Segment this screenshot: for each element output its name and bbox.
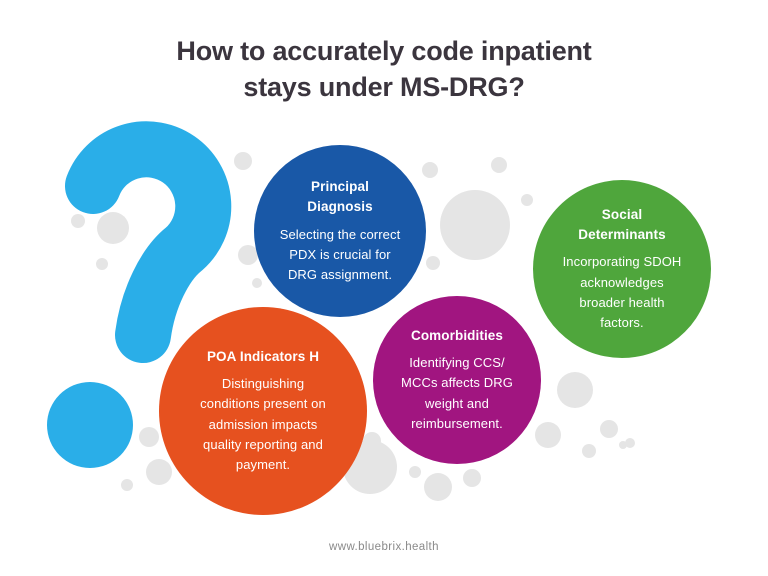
page-title: How to accurately code inpatient stays u…: [176, 36, 592, 102]
decor-dot: [582, 444, 596, 458]
bubble-poa-indicators-heading: POA Indicators H: [206, 349, 320, 365]
bubble-social-determinants-body: Incorporating SDOH acknowledges broader …: [562, 254, 682, 330]
decor-dot: [426, 256, 440, 270]
decor-dot: [535, 422, 561, 448]
decor-dot: [619, 441, 627, 449]
decor-dot: [491, 157, 507, 173]
bubble-comorbidities: Comorbidities Identifying CCS/ MCCs affe…: [373, 296, 541, 464]
decor-dot: [600, 420, 618, 438]
decor-dot: [252, 278, 262, 288]
decor-dot: [422, 162, 438, 178]
decor-dot: [521, 194, 533, 206]
bubble-comorbidities-body: Identifying CCS/ MCCs affects DRG weight…: [401, 355, 513, 431]
decor-dot: [409, 466, 421, 478]
decor-dot: [234, 152, 252, 170]
bubble-principal-diagnosis-body: Selecting the correct PDX is crucial for…: [279, 226, 401, 282]
footer-url: www.bluebrix.health: [329, 541, 439, 553]
bubble-comorbidities-heading: Comorbidities: [410, 328, 504, 344]
bubble-principal-diagnosis-heading: Principal Diagnosis: [307, 179, 373, 215]
decor-dot: [463, 469, 481, 487]
decor-dot: [424, 473, 452, 501]
decor-dot: [139, 427, 159, 447]
bubble-poa-indicators-body: Distinguishing conditions present on adm…: [200, 376, 326, 472]
bubble-poa-indicators: POA Indicators H Distinguishing conditio…: [159, 307, 367, 515]
bubble-social-determinants: Social Determinants Incorporating SDOH a…: [533, 180, 711, 358]
decor-dot: [440, 190, 510, 260]
decor-dot: [363, 432, 381, 450]
decor-dot: [625, 438, 635, 448]
decor-dot: [238, 245, 258, 265]
bubble-principal-diagnosis: Principal Diagnosis Selecting the correc…: [254, 145, 426, 317]
decor-dot: [557, 372, 593, 408]
decor-dot: [146, 459, 172, 485]
decor-dot: [121, 479, 133, 491]
bubble-social-determinants-heading: Social Determinants: [578, 206, 666, 243]
